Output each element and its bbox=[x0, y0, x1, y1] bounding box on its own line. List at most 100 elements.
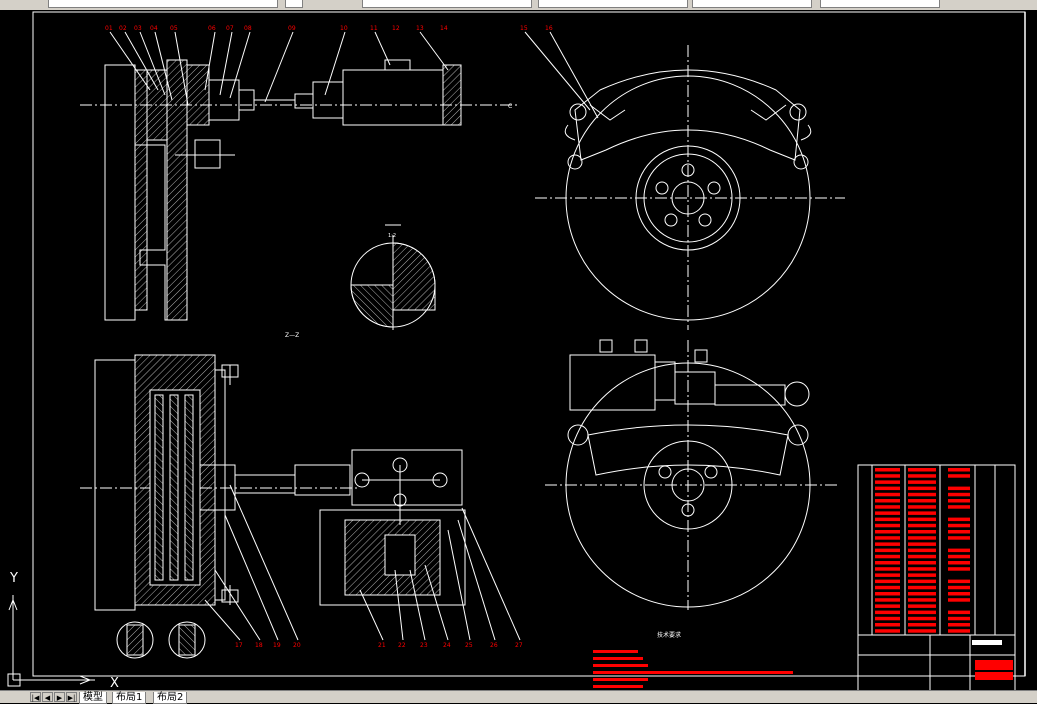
callout-number: 09 bbox=[288, 25, 296, 32]
parts-list-cell bbox=[908, 623, 936, 627]
detail-label: 1:2 bbox=[388, 233, 396, 239]
color-dropdown[interactable] bbox=[362, 0, 532, 8]
parts-list-cell bbox=[875, 629, 900, 633]
tab-layout1[interactable]: 布局1 bbox=[112, 692, 147, 704]
parts-list-cell bbox=[875, 573, 900, 577]
parts-list-cell bbox=[875, 511, 900, 515]
callout-number: 05 bbox=[170, 25, 178, 32]
next-tab-button[interactable]: ▶ bbox=[54, 692, 65, 702]
parts-list-cell bbox=[948, 629, 970, 633]
parts-list-cell bbox=[875, 468, 900, 472]
layer-properties-button[interactable] bbox=[285, 0, 303, 8]
first-tab-button[interactable]: |◀ bbox=[30, 692, 41, 702]
parts-list-cell bbox=[908, 480, 936, 484]
parts-list-cell bbox=[948, 579, 970, 584]
parts-list-cell bbox=[875, 561, 900, 565]
parts-list-cell bbox=[875, 616, 900, 621]
parts-list-cell bbox=[908, 592, 936, 596]
parts-list-cell bbox=[875, 505, 900, 509]
callout-number: 13 bbox=[416, 25, 424, 32]
parts-list-cell bbox=[875, 554, 900, 559]
parts-list-cell bbox=[875, 523, 900, 528]
leader-lines bbox=[109, 31, 599, 641]
parts-list-cell bbox=[948, 530, 970, 534]
parts-list-cell bbox=[948, 474, 970, 478]
parts-list-cell bbox=[908, 616, 936, 621]
title-block bbox=[857, 464, 1016, 696]
callout-number: 11 bbox=[370, 25, 378, 32]
tech-requirement-line bbox=[593, 657, 643, 660]
tab-layout2[interactable]: 布局2 bbox=[153, 692, 188, 704]
tech-requirement-line bbox=[593, 664, 648, 667]
callout-number: 26 bbox=[490, 642, 498, 649]
parts-list-cell bbox=[875, 517, 900, 522]
ucs-y-label: Y bbox=[9, 571, 18, 586]
callout-number: 21 bbox=[378, 642, 386, 649]
tech-requirements bbox=[593, 650, 793, 688]
callout-number: 19 bbox=[273, 642, 281, 649]
parts-list-cell bbox=[948, 598, 970, 602]
callout-number: 14 bbox=[440, 25, 448, 32]
callout-number: 20 bbox=[293, 642, 301, 649]
parts-list-cell bbox=[948, 592, 970, 596]
callout-number: 08 bbox=[244, 25, 252, 32]
parts-list-cell bbox=[908, 486, 936, 491]
callout-number: 16 bbox=[545, 25, 553, 32]
view-label-c: C bbox=[508, 103, 512, 110]
plotstyle-dropdown[interactable] bbox=[820, 0, 940, 8]
tech-requirement-line bbox=[593, 650, 638, 653]
prev-tab-button[interactable]: ◀ bbox=[42, 692, 53, 702]
linetype-dropdown[interactable] bbox=[538, 0, 688, 8]
parts-list-cell bbox=[948, 585, 970, 590]
parts-list-cell bbox=[908, 505, 936, 509]
detail-circle bbox=[350, 224, 436, 330]
callout-number: 10 bbox=[340, 25, 348, 32]
parts-list-cell bbox=[908, 554, 936, 559]
parts-list-cell bbox=[948, 536, 970, 540]
drawing-title bbox=[975, 660, 1013, 670]
bottom-right-front-view bbox=[545, 339, 840, 610]
parts-list-cell bbox=[875, 536, 900, 540]
callout-number: 03 bbox=[134, 25, 142, 32]
parts-list-cell bbox=[908, 517, 936, 522]
callout-number: 01 bbox=[105, 25, 113, 32]
parts-list-cell bbox=[908, 585, 936, 590]
parts-list-cell bbox=[948, 561, 970, 565]
callout-number: 24 bbox=[443, 642, 451, 649]
parts-list-cell bbox=[908, 548, 936, 553]
parts-list-cell bbox=[875, 598, 900, 602]
parts-list-cell bbox=[908, 604, 936, 608]
parts-list-cell bbox=[875, 548, 900, 553]
parts-list-cell bbox=[948, 468, 970, 472]
parts-list-cell bbox=[948, 517, 970, 522]
school-name bbox=[972, 640, 1002, 645]
parts-list-cell bbox=[948, 523, 970, 528]
lineweight-dropdown[interactable] bbox=[692, 0, 812, 8]
ucs-x-label: X bbox=[110, 676, 119, 690]
parts-list-cell bbox=[908, 542, 936, 546]
parts-list-cell bbox=[948, 505, 970, 509]
layer-dropdown[interactable] bbox=[48, 0, 278, 8]
parts-list-cell bbox=[875, 486, 900, 491]
parts-list-cell bbox=[908, 536, 936, 540]
parts-list-cell bbox=[908, 610, 936, 615]
parts-list-cell bbox=[875, 579, 900, 584]
parts-list bbox=[875, 468, 970, 633]
parts-list-cell bbox=[948, 623, 970, 627]
tab-model[interactable]: 模型 bbox=[79, 692, 107, 704]
parts-list-cell bbox=[908, 567, 936, 571]
last-tab-button[interactable]: ▶| bbox=[66, 692, 77, 702]
callout-number: 17 bbox=[235, 642, 243, 649]
parts-list-cell bbox=[875, 530, 900, 534]
section-label: Z—Z bbox=[285, 332, 299, 339]
parts-list-cell bbox=[908, 474, 936, 478]
top-left-section-view bbox=[80, 59, 520, 321]
parts-list-cell bbox=[875, 623, 900, 627]
callout-number: 06 bbox=[208, 25, 216, 32]
parts-list-cell bbox=[908, 492, 936, 497]
